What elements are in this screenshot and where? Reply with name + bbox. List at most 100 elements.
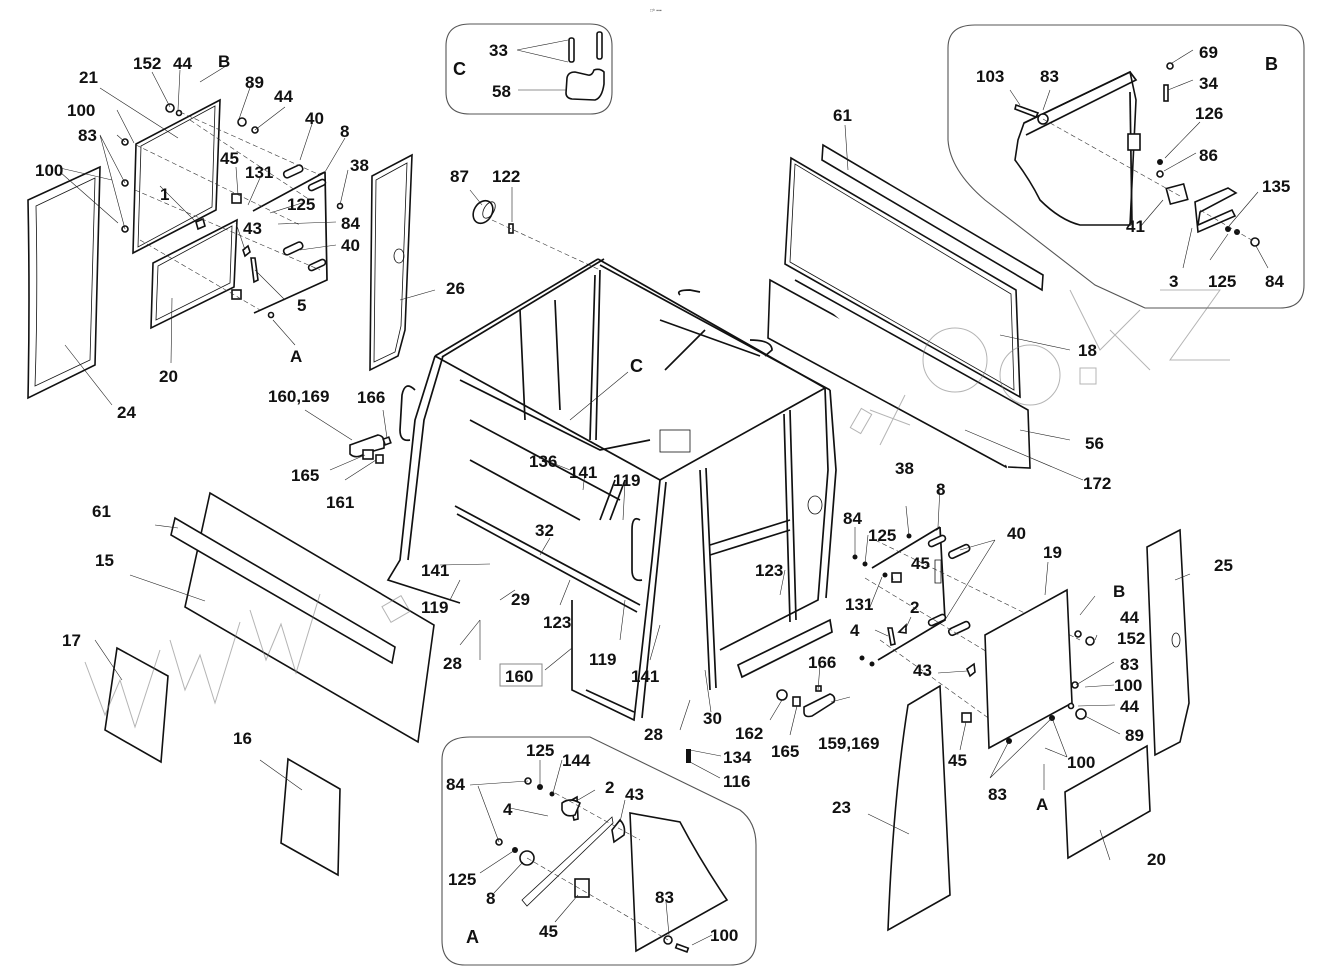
door-frame-8-right	[852, 526, 1081, 731]
callout-18: 18	[1078, 341, 1097, 360]
glass-16	[280, 757, 341, 877]
callout-83: 83	[78, 126, 97, 145]
dash-lines-left	[134, 111, 321, 311]
callout-159-169: 159,169	[818, 734, 879, 753]
callout-161: 161	[326, 493, 354, 512]
callout-172: 172	[1083, 474, 1111, 493]
callout-a: A	[290, 347, 302, 366]
callout-26: 26	[446, 279, 465, 298]
callout-25: 25	[1214, 556, 1233, 575]
callout-45: 45	[911, 554, 930, 573]
callout-166: 166	[808, 653, 836, 672]
callout-165: 165	[771, 742, 799, 761]
callout-43: 43	[243, 219, 262, 238]
callout-100: 100	[1114, 676, 1142, 695]
glass-17	[104, 646, 169, 764]
callout-152: 152	[133, 54, 161, 73]
callout-152: 152	[1117, 629, 1145, 648]
callout-a: A	[466, 927, 479, 947]
callout-83: 83	[1120, 655, 1139, 674]
callout-165: 165	[291, 466, 319, 485]
callout-8: 8	[340, 122, 349, 141]
callout-20: 20	[159, 367, 178, 386]
callout-38: 38	[895, 459, 914, 478]
glass-20-right	[1064, 744, 1151, 860]
callout-28: 28	[644, 725, 663, 744]
callout-a: A	[1036, 795, 1048, 814]
callout-86: 86	[1199, 146, 1218, 165]
callout-34: 34	[1199, 74, 1218, 93]
callout-17: 17	[62, 631, 81, 650]
callout-43: 43	[625, 785, 644, 804]
callout-labels: 152 44 B 21 89 44 100 40 83 8 100 45 131…	[35, 41, 1290, 947]
callout-103: 103	[976, 67, 1004, 86]
strip-61-right	[821, 143, 1044, 292]
panel-56	[794, 279, 1031, 469]
callout-24: 24	[117, 403, 136, 422]
callout-c: C	[630, 356, 643, 376]
callout-84: 84	[446, 775, 465, 794]
callout-144: 144	[562, 751, 591, 770]
callout-89: 89	[245, 73, 264, 92]
callout-30: 30	[703, 709, 722, 728]
callout-84: 84	[1265, 272, 1284, 291]
callout-40: 40	[341, 236, 360, 255]
callout-83: 83	[655, 888, 674, 907]
handle-160-169	[349, 434, 392, 464]
callout-40: 40	[305, 109, 324, 128]
callout-84: 84	[843, 509, 862, 528]
callout-100: 100	[67, 101, 95, 120]
callout-44: 44	[1120, 608, 1139, 627]
glass-23	[887, 684, 951, 932]
windshield-15	[184, 491, 435, 744]
cab-frame	[386, 258, 837, 722]
callout-41: 41	[1126, 217, 1145, 236]
callout-45: 45	[220, 149, 239, 168]
callout-15: 15	[95, 551, 114, 570]
callout-5: 5	[297, 296, 306, 315]
callout-141: 141	[421, 561, 449, 580]
callout-43: 43	[913, 661, 932, 680]
callout-45: 45	[948, 751, 967, 770]
callout-58: 58	[492, 82, 511, 101]
callout-126: 126	[1195, 104, 1223, 123]
callout-b: B	[1265, 54, 1278, 74]
callout-1: 1	[160, 185, 169, 204]
callout-131: 131	[845, 595, 873, 614]
callout-141: 141	[569, 463, 597, 482]
callout-4: 4	[850, 621, 860, 640]
callout-160: 160	[505, 667, 533, 686]
rear-glass-18	[784, 156, 1021, 399]
callout-45: 45	[539, 922, 558, 941]
callout-160-169: 160,169	[268, 387, 329, 406]
callout-61: 61	[833, 106, 852, 125]
callout-8: 8	[486, 889, 495, 908]
callout-20: 20	[1147, 850, 1166, 869]
callout-32: 32	[535, 521, 554, 540]
callout-125: 125	[448, 870, 476, 889]
callout-100: 100	[35, 161, 63, 180]
callout-122: 122	[492, 167, 520, 186]
callout-c: C	[453, 59, 466, 79]
callout-2: 2	[910, 598, 919, 617]
callout-87: 87	[450, 167, 469, 186]
callout-69: 69	[1199, 43, 1218, 62]
callout-2: 2	[605, 778, 614, 797]
callout-119: 119	[421, 598, 448, 617]
callout-135: 135	[1262, 177, 1290, 196]
detail-frame-a	[441, 736, 757, 966]
callout-116: 116	[723, 772, 750, 791]
callout-61: 61	[92, 502, 111, 521]
callout-56: 56	[1085, 434, 1104, 453]
callout-100: 100	[710, 926, 738, 945]
callout-134: 134	[723, 748, 752, 767]
callout-119: 119	[613, 471, 640, 490]
callout-16: 16	[233, 729, 252, 748]
callout-123: 123	[755, 561, 783, 580]
detail-c-parts	[565, 31, 605, 101]
callout-b: B	[1113, 582, 1125, 601]
glass-20-left	[150, 218, 238, 330]
callout-84: 84	[341, 214, 360, 233]
callout-125: 125	[868, 526, 896, 545]
